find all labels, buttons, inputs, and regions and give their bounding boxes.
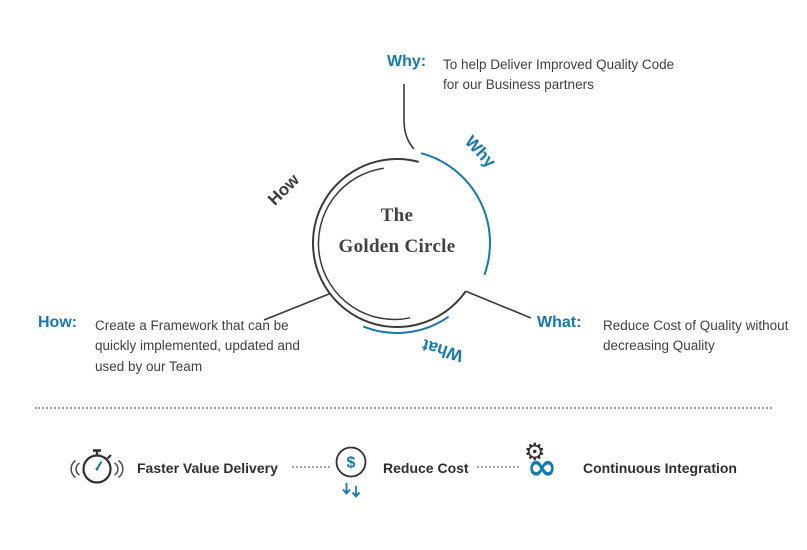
diagram-center-title: The Golden Circle: [297, 200, 497, 262]
how-callout-line: [263, 292, 331, 321]
inner-sketch-arc: [317, 167, 411, 321]
gear-icon: ⚙: [524, 438, 546, 466]
infinity-icon: ∞: [527, 447, 557, 488]
footer-dotted-connector-1: [292, 466, 330, 468]
stopwatch-icon-graphic: [70, 449, 124, 484]
dollar-symbol: $: [347, 455, 356, 472]
diagram-title-line2: Golden Circle: [338, 236, 456, 257]
footer-item-label-continuous-integration: Continuous Integration: [583, 460, 737, 476]
how-callout-text: Create a Framework that can be quickly i…: [95, 318, 300, 374]
what-callout-text: Reduce Cost of Quality without decreasin…: [603, 318, 789, 354]
main-circle-arc: [311, 158, 467, 328]
what-arc: [362, 315, 450, 334]
why-arc: [420, 152, 491, 276]
stopwatch-icon: [68, 441, 126, 493]
footer-item-label-reduce-cost: Reduce Cost: [383, 460, 469, 476]
diagram-title-line1: The: [380, 205, 414, 226]
what-callout-label: What:: [537, 314, 582, 331]
dotted-separator: [35, 407, 772, 409]
why-callout-line: [403, 84, 415, 150]
footer-item-label-faster-value-delivery: Faster Value Delivery: [137, 460, 278, 476]
dollar-icon-graphic: $: [335, 446, 367, 498]
dollar-decrease-icon: $: [331, 446, 371, 508]
why-callout-label: Why:: [387, 53, 427, 70]
what-callout-line: [465, 290, 532, 319]
gear-infinity-icon: ⚙ ∞: [522, 438, 582, 493]
how-callout-label: How:: [38, 314, 78, 331]
why-callout-text: To help Deliver Improved Quality Code fo…: [443, 57, 675, 93]
footer-dotted-connector-2: [477, 466, 519, 468]
